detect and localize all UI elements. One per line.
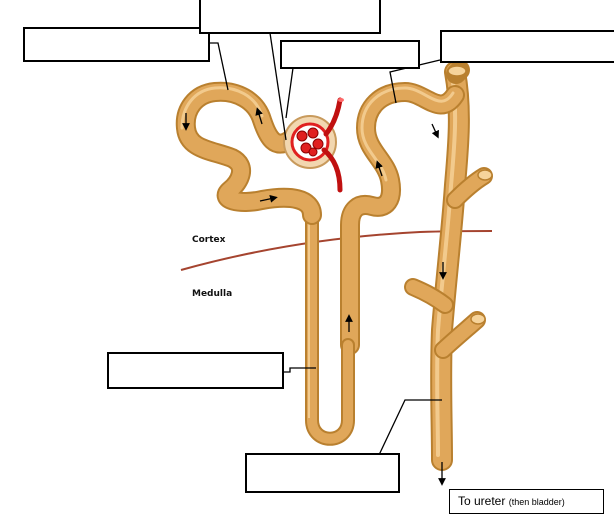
- distal-convoluted-tubule: [340, 81, 465, 355]
- ureter-note: (then bladder): [508, 497, 565, 507]
- ureter-label-box: To ureter (then bladder): [449, 489, 604, 514]
- loop-of-henle: [305, 208, 355, 446]
- glomerulus: [283, 97, 344, 193]
- medulla-label: Medulla: [192, 289, 233, 299]
- label-box-2[interactable]: [199, 0, 381, 34]
- label-box-6[interactable]: [245, 453, 400, 493]
- label-box-5[interactable]: [107, 352, 284, 389]
- flow-arrows: [182, 107, 447, 486]
- label-box-3[interactable]: [280, 40, 420, 69]
- label-box-4[interactable]: [440, 30, 614, 63]
- collecting-duct: [404, 60, 493, 471]
- cortex-label: Cortex: [192, 235, 226, 245]
- cortex-medulla-boundary: [180, 230, 493, 271]
- label-box-1[interactable]: [23, 27, 210, 62]
- ureter-label: To ureter: [458, 494, 506, 508]
